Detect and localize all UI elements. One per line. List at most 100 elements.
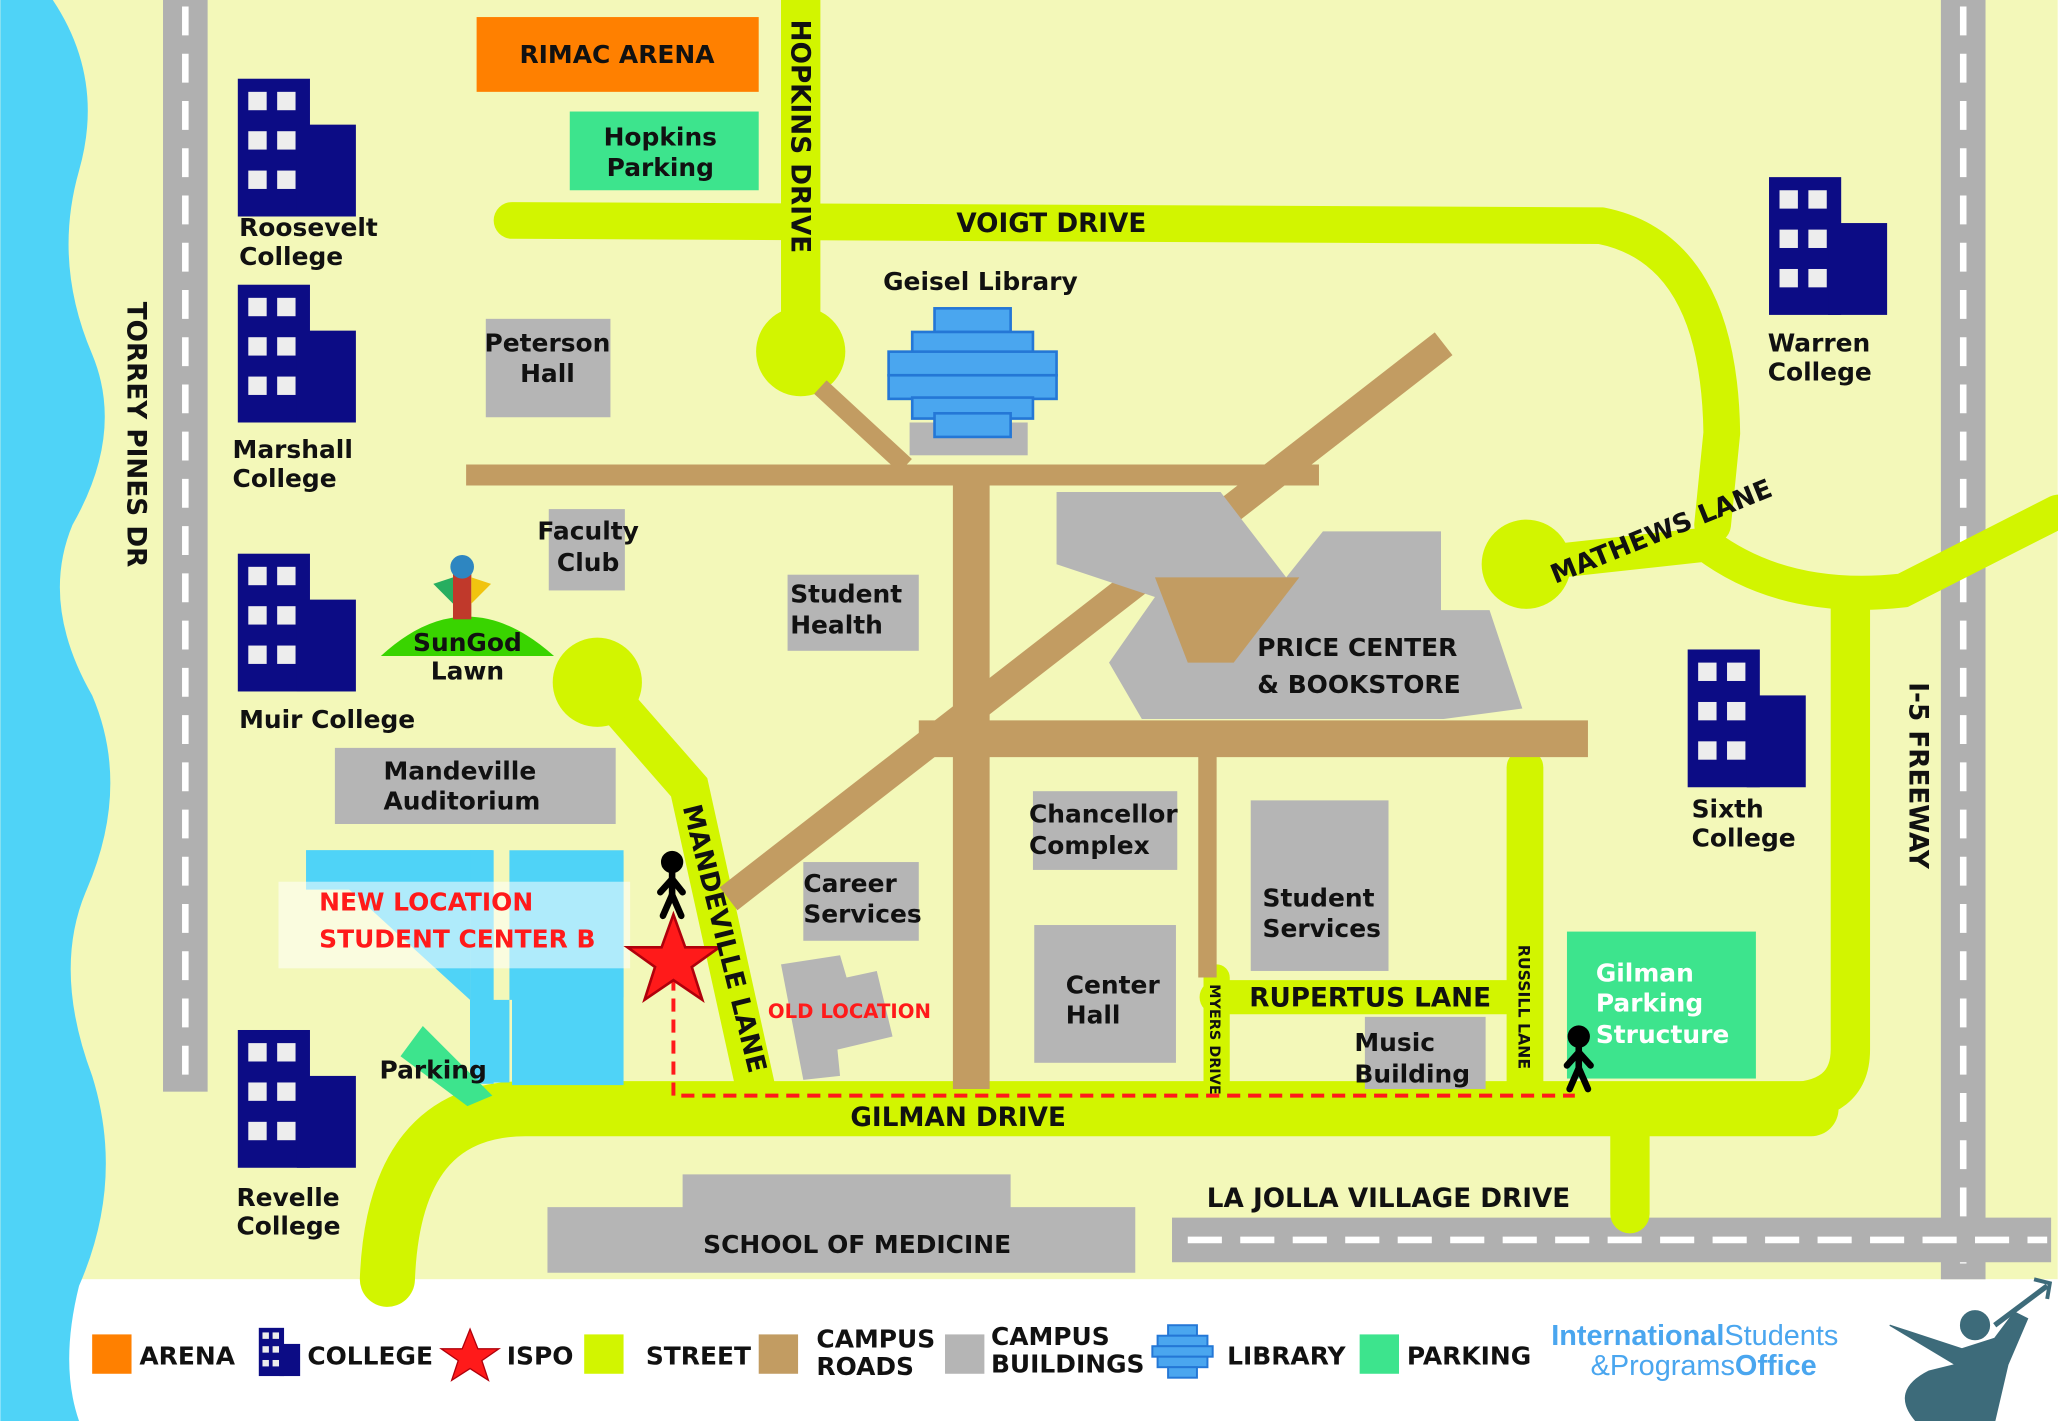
logo-text-bold: Office [1735,1350,1817,1382]
campus-buildings [334,318,1523,1273]
sungod-lawn-label: Lawn [431,657,504,686]
gilman-parking-label: Structure [1596,1020,1729,1049]
la-jolla-village-drive-label: LA JOLLA VILLAGE DRIVE [1207,1184,1570,1214]
pedestrian-icon [657,850,686,920]
sixth-college-label: College [1692,823,1796,852]
revelle-college-label: Revelle [236,1183,339,1212]
gilman-parking-structure[interactable] [1566,931,1756,1079]
ispo-logo: InternationalStudents &ProgramsOffice [1551,1277,2053,1421]
russill-lane-label: RUSSILL LANE [1514,945,1533,1069]
music-building-label: Music [1354,1028,1435,1057]
myers-drive-label: MYERS DRIVE [1206,984,1222,1095]
career-services-label: Career [803,869,897,898]
svg-text:InternationalStudents: InternationalStudents [1551,1320,1838,1352]
legend-campus-roads-label: ROADS [816,1352,914,1381]
new-location-label: STUDENT CENTER B [319,924,595,953]
geisel-library-icon [887,307,1058,456]
legend-library-icon [1151,1324,1214,1379]
hopkins-drive-label: HOPKINS DRIVE [785,20,815,254]
student-health-label: Student [790,579,902,608]
roosevelt-college-label: College [239,242,343,271]
student-services-label: Services [1263,914,1381,943]
legend-band [0,1279,2058,1421]
warren-college-label: College [1768,358,1872,387]
legend-street-swatch [584,1334,624,1374]
hopkins-circle [756,307,846,397]
pedestrian-icon [1563,1025,1594,1093]
svg-text:&ProgramsOffice: &ProgramsOffice [1591,1350,1817,1382]
parking-label: Parking [380,1056,487,1085]
legend-campus-buildings-swatch [945,1334,985,1374]
legend-campus-buildings-label: CAMPUS [991,1322,1110,1351]
faculty-club-label: Faculty [537,516,639,545]
gilman-parking-label: Gilman [1596,958,1694,987]
music-building-label: Building [1354,1059,1470,1088]
legend-campus-buildings-label: BUILDINGS [991,1349,1145,1378]
marshall-college-label: College [233,464,337,493]
peterson-hall-label: Hall [520,359,575,388]
i5-freeway-label: I-5 FREEWAY [1902,682,1932,870]
price-center-plaza [1154,577,1300,663]
rimac-arena-label: RIMAC ARENA [519,40,715,69]
chancellor-complex-label: Chancellor [1029,800,1178,829]
place-labels: Roosevelt College Marshall College Muir … [233,213,1872,1259]
walking-route [671,977,1575,1098]
sungod-lawn [380,616,555,657]
logo-text-bold: International [1551,1320,1724,1352]
hopkins-parking-label: Parking [607,153,714,182]
legend-parking-swatch [1359,1334,1400,1374]
revelle-college-label: College [236,1212,340,1241]
legend-parking-label: PARKING [1407,1342,1531,1371]
gilman-parking-label: Parking [1596,989,1703,1018]
parking-lot [400,1026,493,1107]
new-location-highlight [278,881,631,969]
legend-arena-swatch [92,1334,132,1374]
hopkins-parking-label: Hopkins [604,123,717,152]
mandeville-auditorium-label: Mandeville [383,756,536,785]
rimac-arena[interactable] [476,17,759,92]
mandeville-circle [552,637,642,727]
legend-arena-label: ARENA [139,1342,235,1371]
student-services-label: Student [1263,884,1375,913]
highways [163,0,2052,1280]
legend-street-label: STREET [646,1342,751,1371]
legend-library-label: LIBRARY [1227,1342,1346,1371]
ispo-star-icon[interactable] [623,910,724,1004]
legend: ARENA COLLEGE ISPO STREET CAMPUS ROADS C… [92,1322,1531,1382]
new-location-label: NEW LOCATION [319,888,533,917]
gilman-drive-label: GILMAN DRIVE [850,1103,1065,1133]
logo-text-light: Students [1724,1320,1838,1352]
warren-college-label: Warren [1768,329,1871,358]
legend-college-label: COLLEGE [307,1342,433,1371]
geisel-library-label: Geisel Library [883,267,1078,296]
price-center-label: PRICE CENTER [1257,633,1457,662]
roosevelt-college-label: Roosevelt [239,213,378,242]
center-hall-label: Center [1066,970,1161,999]
logo-text-light: &Programs [1591,1350,1735,1382]
school-of-medicine-label: SCHOOL OF MEDICINE [703,1230,1011,1259]
price-center-label: & BOOKSTORE [1257,670,1460,699]
voigt-drive-label: VOIGT DRIVE [956,209,1146,239]
legend-ispo-label: ISPO [507,1342,574,1371]
career-services-label: Services [803,899,921,928]
streets [359,0,2058,1307]
mandeville-auditorium-label: Auditorium [383,787,540,816]
hopkins-parking[interactable] [569,111,759,191]
sungod-lawn-label: SunGod [413,628,522,657]
mathews-circle [1481,519,1571,609]
student-health-label: Health [790,611,883,640]
campus-roads [466,332,1588,1090]
sungod-statue-icon [433,555,492,620]
faculty-club-label: Club [557,548,619,577]
sixth-college-label: Sixth [1692,794,1764,823]
center-hall-label: Hall [1066,1000,1121,1029]
chancellor-complex-label: Complex [1029,831,1150,860]
muir-college-label: Muir College [239,705,415,734]
legend-campus-roads-swatch [758,1334,799,1374]
old-location-label: OLD LOCATION [768,1000,931,1023]
ocean [0,0,111,1421]
triton-icon [1889,1277,2053,1421]
torrey-pines-label: TORREY PINES DR [121,302,151,568]
rupertus-lane-label: RUPERTUS LANE [1249,983,1491,1013]
